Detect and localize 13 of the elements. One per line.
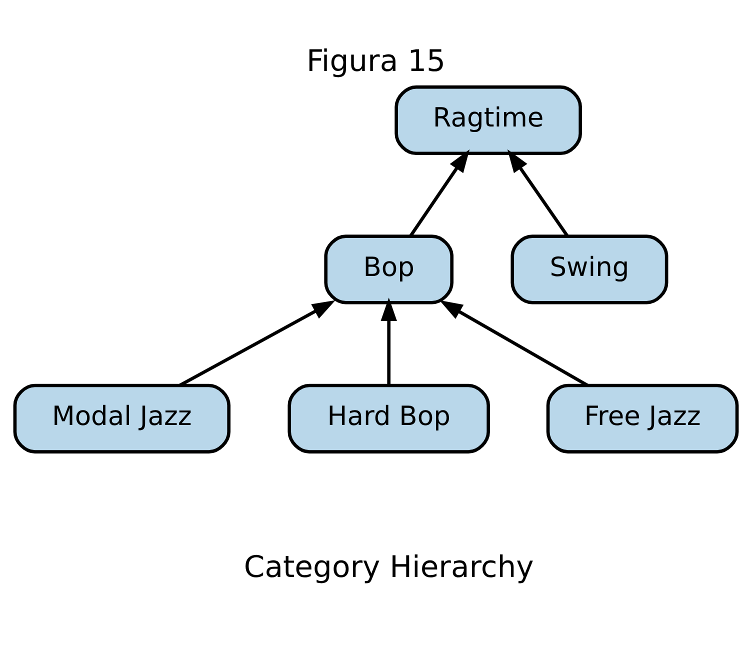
arrow bbox=[179, 300, 336, 387]
arrow bbox=[439, 300, 588, 387]
node-box: Modal Jazz bbox=[13, 384, 230, 454]
diagram-title: Figura 15 bbox=[306, 44, 446, 80]
node-box: Free Jazz bbox=[546, 384, 739, 454]
node-box: Swing bbox=[510, 234, 668, 304]
node-box: Bop bbox=[324, 234, 454, 304]
node-box: Ragtime bbox=[394, 85, 582, 156]
arrow bbox=[507, 149, 569, 238]
caption: Category Hierarchy bbox=[244, 550, 534, 585]
arrow bbox=[409, 149, 470, 238]
node-box: Hard Bop bbox=[288, 384, 490, 454]
arrow bbox=[380, 298, 397, 386]
